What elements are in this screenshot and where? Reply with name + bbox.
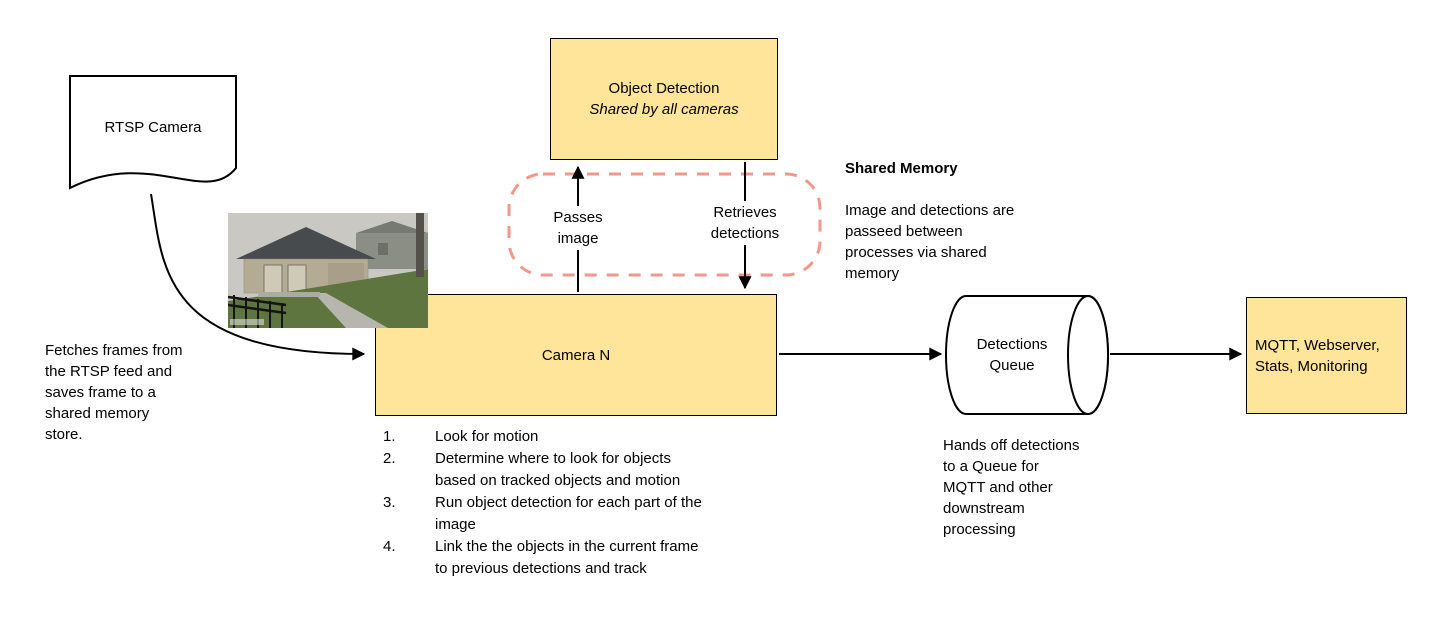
timestamp-overlay	[230, 319, 264, 325]
object-detection-title: Object Detection	[608, 80, 720, 97]
step-text: Look for motion	[435, 428, 539, 445]
camera-snapshot-scene	[228, 213, 428, 328]
object-detection-node: Object Detection Shared by all cameras	[550, 38, 778, 160]
camera-snapshot-image	[228, 213, 428, 328]
step-number: 3.	[383, 494, 396, 511]
queue-cylinder-end	[1067, 295, 1109, 415]
front-path	[258, 292, 320, 297]
camera-step-4: 4. Link the the objects in the current f…	[383, 536, 783, 580]
garage-door-2	[287, 264, 307, 294]
outputs-label: MQTT, Webserver, Stats, Monitoring	[1255, 336, 1380, 375]
shared-memory-note-title: Shared Memory	[845, 160, 958, 177]
camera-step-2: 2. Determine where to look for objects b…	[383, 448, 783, 492]
garage-door-1	[263, 264, 283, 294]
shared-memory-note: Shared Memory Image and detections are p…	[845, 137, 1060, 305]
step-text: Run object detection for each part of th…	[435, 494, 702, 533]
camera-step-1: 1. Look for motion	[383, 426, 783, 448]
camera-n-node: Camera N	[375, 294, 777, 416]
step-text: Link the the objects in the current fram…	[435, 538, 699, 577]
shared-memory-dashed-box	[507, 172, 822, 277]
fetch-frames-note: Fetches frames from the RTSP feed and sa…	[45, 342, 183, 443]
distant-roof	[356, 221, 428, 233]
shared-memory-note-body: Image and detections are passeed between…	[845, 202, 1015, 282]
queue-handoff-note: Hands off detections to a Queue for MQTT…	[943, 437, 1080, 538]
step-number: 1.	[383, 428, 396, 445]
camera-n-label: Camera N	[541, 346, 611, 364]
object-detection-subtitle: Shared by all cameras	[589, 101, 739, 118]
sidewalk	[314, 293, 388, 328]
passes-image-label: Passes image	[547, 206, 609, 250]
step-number: 4.	[383, 538, 396, 555]
garage-roof	[236, 227, 376, 259]
step-number: 2.	[383, 450, 396, 467]
fence-posts	[233, 295, 283, 328]
porch-post	[416, 213, 424, 277]
distant-window	[378, 243, 388, 255]
step-text: Determine where to look for objects base…	[435, 450, 681, 489]
rtsp-to-camera-arrow	[150, 193, 366, 361]
retrieves-detections-label: Retrieves detections	[702, 201, 788, 245]
rtsp-document-shape	[69, 75, 237, 190]
camera-steps-list: 1. Look for motion 2. Determine where to…	[383, 426, 783, 580]
camera-step-3: 3. Run object detection for each part of…	[383, 492, 783, 536]
outputs-node: MQTT, Webserver, Stats, Monitoring	[1246, 297, 1407, 414]
detections-queue-label: Detections Queue	[976, 336, 1048, 374]
rtsp-camera-label: RTSP Camera	[104, 119, 202, 136]
